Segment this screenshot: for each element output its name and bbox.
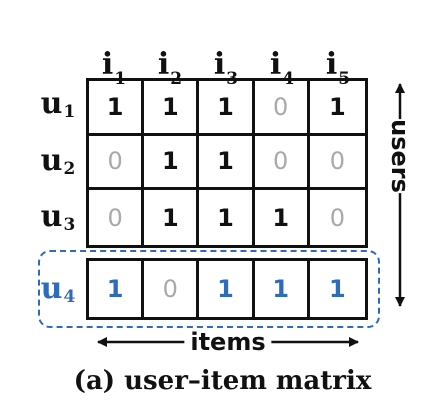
matrix-cell: 1	[309, 81, 365, 136]
matrix-cell: 1	[89, 261, 145, 317]
matrix-cell: 0	[309, 136, 365, 191]
matrix-cell: 1	[89, 81, 145, 136]
matrix-cell: 1	[329, 275, 346, 303]
matrix-cell: 0	[254, 135, 310, 191]
matrix-cell: 1	[255, 190, 310, 245]
matrix-cell: 0	[89, 190, 145, 245]
items-axis-label: items	[184, 328, 272, 356]
matrix-cell: 0	[144, 261, 200, 317]
matrix-cell: 1	[199, 261, 255, 317]
matrix-cell: 1	[199, 135, 255, 191]
matrix-cell: 0	[89, 135, 145, 191]
matrix-cell: 1	[199, 81, 255, 136]
matrix-cell: 1	[144, 81, 200, 136]
matrix-cell: 0	[254, 81, 310, 136]
figure-caption: (a) user–item matrix	[73, 366, 372, 396]
matrix-row-u4: 1 0 1 1 1	[86, 258, 368, 320]
matrix-cell: 1	[144, 135, 200, 191]
matrix-cell: 1	[144, 190, 200, 245]
matrix-cell: 0	[329, 203, 346, 232]
matrix-cell: 1	[199, 190, 255, 245]
matrix-grid: 1 1 1 0 1 0 1 1 0 0 0 1 1 1 0	[86, 78, 368, 248]
highlight-dashed-box	[38, 250, 380, 328]
matrix-cell: 1	[255, 261, 310, 317]
